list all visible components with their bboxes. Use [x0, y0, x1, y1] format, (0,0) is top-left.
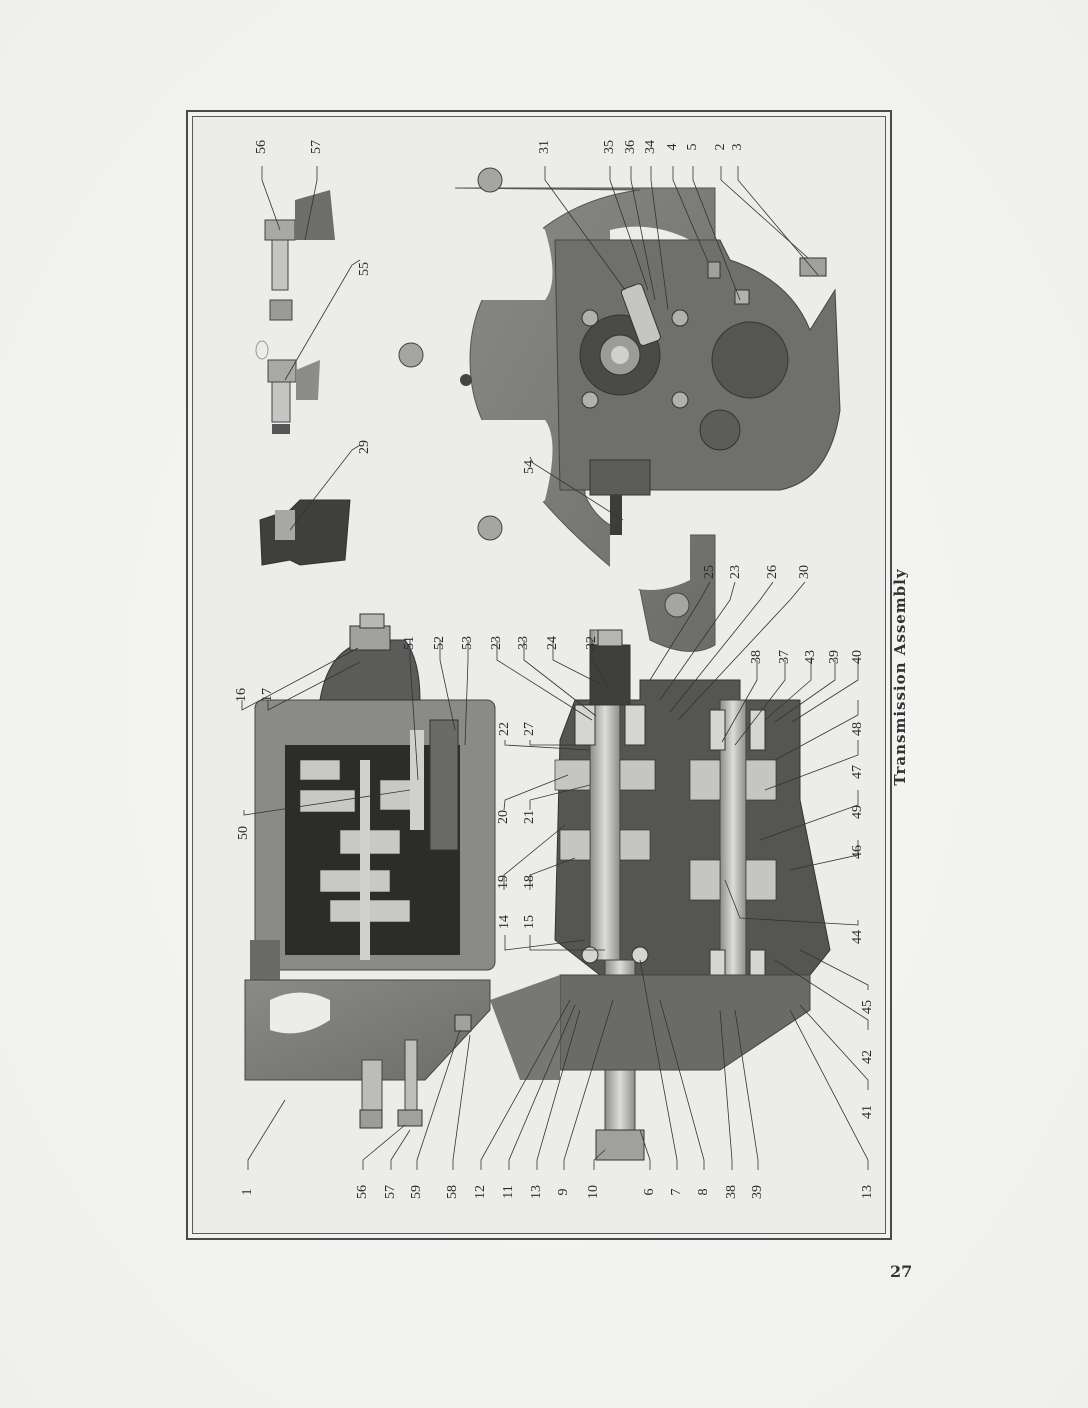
label-41: 41	[860, 1105, 875, 1119]
label-12: 12	[473, 1185, 488, 1199]
label-19: 19	[496, 875, 511, 889]
label-39-upper: 39	[827, 650, 842, 664]
label-49: 49	[850, 805, 865, 819]
label-48: 48	[850, 722, 865, 736]
label-20: 20	[496, 810, 511, 824]
label-55: 55	[357, 262, 372, 276]
label-18: 18	[522, 875, 537, 889]
label-50: 50	[236, 826, 251, 840]
label-59: 59	[409, 1185, 424, 1199]
label-17: 17	[260, 688, 275, 702]
label-7: 7	[669, 1188, 684, 1196]
label-56-top: 56	[254, 140, 269, 154]
label-6: 6	[642, 1188, 657, 1196]
label-24: 24	[545, 636, 560, 650]
figure-caption: Transmission Assembly	[891, 568, 909, 786]
label-38-bottom: 38	[724, 1185, 739, 1199]
label-40: 40	[850, 650, 865, 664]
label-25: 25	[702, 565, 717, 579]
label-1: 1	[240, 1188, 255, 1196]
label-27: 27	[522, 722, 537, 736]
label-45: 45	[860, 1000, 875, 1014]
label-13-bottom-right: 13	[860, 1185, 875, 1199]
label-16: 16	[234, 688, 249, 702]
label-32: 32	[584, 636, 599, 650]
label-31: 31	[537, 140, 552, 154]
label-58: 58	[445, 1185, 460, 1199]
label-52: 52	[432, 636, 447, 650]
label-14: 14	[497, 915, 512, 929]
label-57-bottom: 57	[383, 1185, 398, 1199]
page-number: 27	[890, 1262, 913, 1281]
label-30: 30	[797, 565, 812, 579]
label-47: 47	[850, 765, 865, 779]
label-56-bottom: 56	[355, 1185, 370, 1199]
label-22: 22	[497, 722, 512, 736]
mounting-bracket	[244, 979, 491, 1129]
label-23-right: 23	[728, 565, 743, 579]
label-46: 46	[850, 845, 865, 859]
label-37: 37	[777, 650, 792, 664]
figure-frame-outer	[186, 110, 892, 1240]
label-54: 54	[522, 460, 537, 474]
label-53: 53	[460, 636, 475, 650]
label-34: 34	[643, 140, 658, 154]
transmission-section	[490, 629, 831, 1161]
label-13-bottom-left: 13	[529, 1185, 544, 1199]
transmission-case-rear	[554, 239, 841, 535]
label-11: 11	[501, 1185, 516, 1199]
label-44: 44	[850, 930, 865, 944]
label-10: 10	[586, 1185, 601, 1199]
detail-parts	[255, 190, 351, 566]
label-43: 43	[803, 650, 818, 664]
label-36: 36	[623, 140, 638, 154]
leader-lines	[241, 166, 869, 1170]
label-15: 15	[522, 915, 537, 929]
label-42: 42	[860, 1050, 875, 1064]
label-29: 29	[357, 440, 372, 454]
label-38-upper: 38	[749, 650, 764, 664]
label-5: 5	[685, 143, 700, 151]
label-3: 3	[730, 143, 745, 151]
label-57-top: 57	[309, 140, 324, 154]
label-8: 8	[696, 1188, 711, 1196]
label-2: 2	[713, 143, 728, 151]
label-21: 21	[522, 810, 537, 824]
label-33: 33	[516, 636, 531, 650]
label-9: 9	[556, 1188, 571, 1196]
label-35: 35	[602, 140, 617, 154]
label-4: 4	[665, 143, 680, 151]
label-51: 51	[402, 636, 417, 650]
label-39-bottom: 39	[750, 1185, 765, 1199]
gearbox-cutaway	[250, 613, 496, 980]
label-26: 26	[765, 565, 780, 579]
label-23-upper: 23	[489, 636, 504, 650]
